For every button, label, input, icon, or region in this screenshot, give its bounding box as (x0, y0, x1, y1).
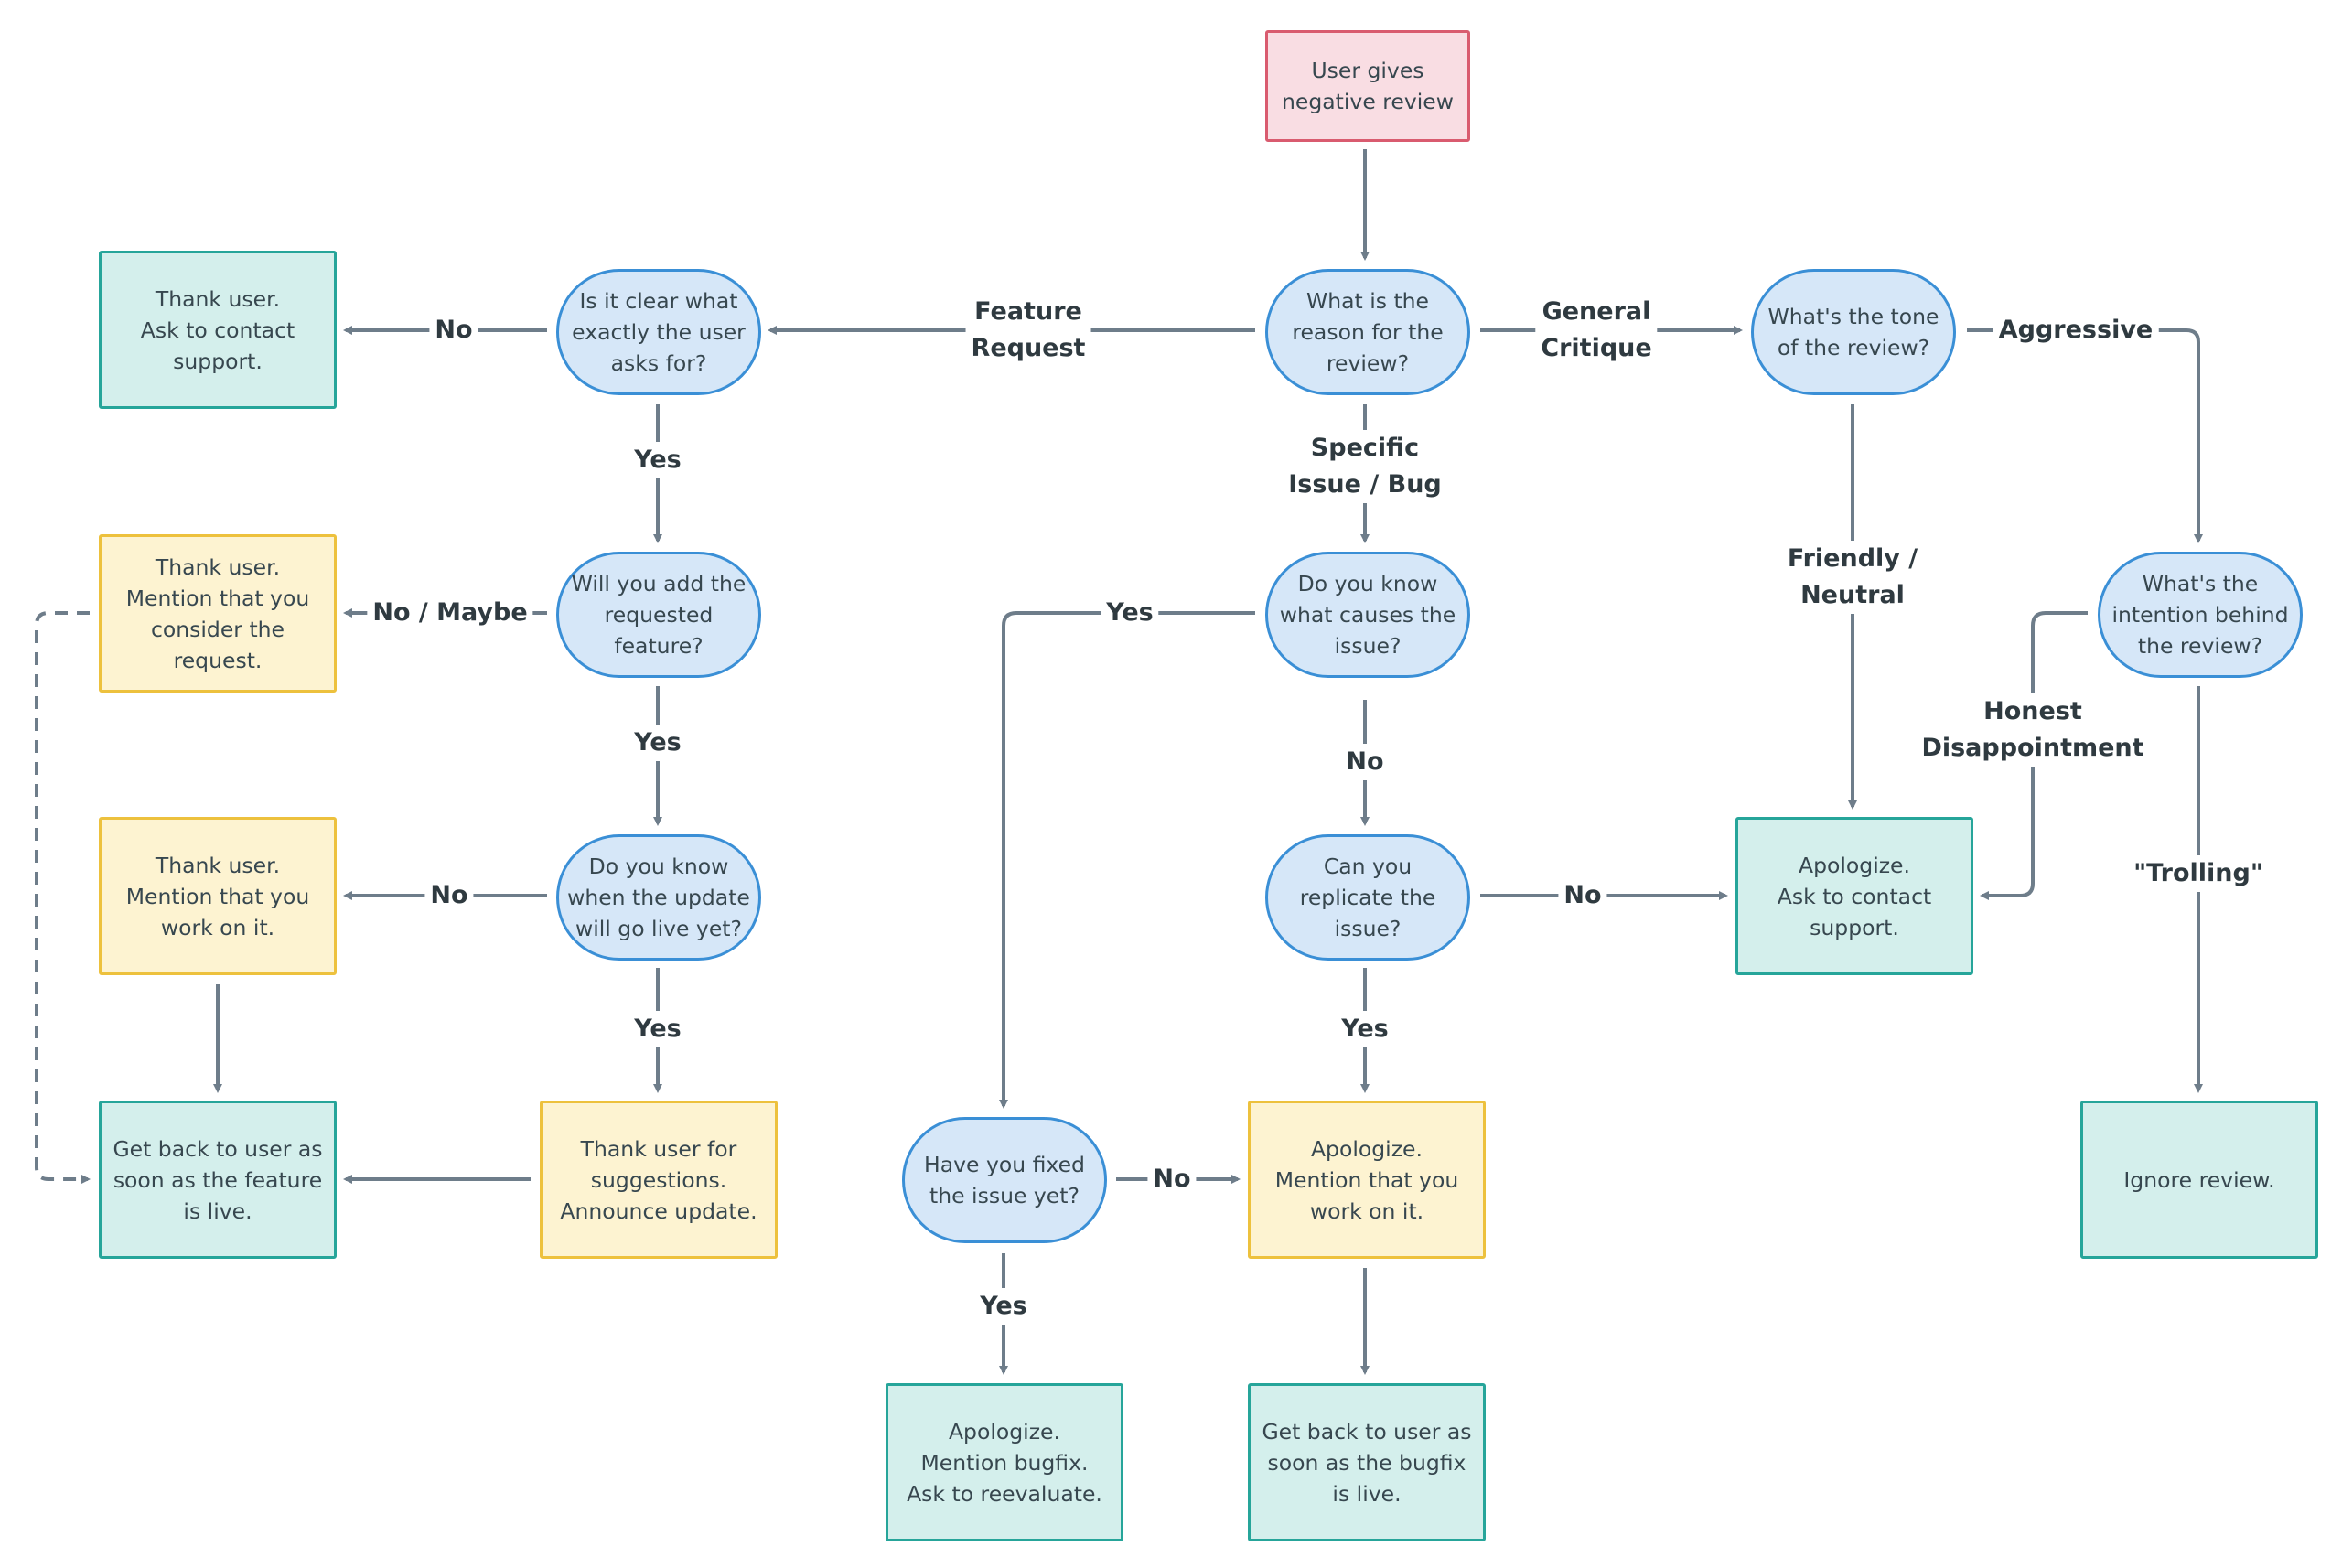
decision-review-tone: What's the tone of the review? (1751, 269, 1956, 395)
edge-label-fixed-yes: Yes (974, 1288, 1033, 1325)
decision-know-cause: Do you know what causes the issue? (1265, 552, 1470, 678)
action-ignore-review: Ignore review. (2080, 1101, 2318, 1259)
decision-know-update: Do you know when the update will go live… (556, 834, 761, 961)
edge-label-general-critique: General Critique (1535, 294, 1658, 367)
edge-label-update-no: No (424, 877, 474, 914)
edge-label-aggressive: Aggressive (1993, 312, 2159, 349)
edge-label-fixed-no: No (1147, 1161, 1197, 1197)
decision-fixed: Have you fixed the issue yet? (902, 1117, 1107, 1243)
edge-label-add-no-maybe: No / Maybe (367, 595, 533, 631)
edge-consider-to-get-back (35, 611, 91, 1184)
edge-label-specific-issue: Specific Issue / Bug (1283, 430, 1447, 503)
start-node: User gives negative review (1265, 30, 1470, 142)
edge-label-friendly-neutral: Friendly / Neutral (1781, 541, 1924, 614)
note-apologize-work: Apologize. Mention that you work on it. (1248, 1101, 1486, 1259)
action-get-back-feature: Get back to user as soon as the feature … (99, 1101, 337, 1259)
edge-label-cause-no: No (1340, 744, 1390, 780)
edge-label-add-yes: Yes (628, 725, 687, 761)
decision-replicate: Can you replicate the issue? (1265, 834, 1470, 961)
edge-label-trolling: "Trolling" (2128, 855, 2269, 892)
edge-label-cause-yes: Yes (1101, 595, 1159, 631)
decision-add-feature: Will you add the requested feature? (556, 552, 761, 678)
edge-label-replicate-no: No (1558, 877, 1607, 914)
action-get-back-bugfix: Get back to user as soon as the bugfix i… (1248, 1383, 1486, 1541)
action-apologize-contact: Apologize. Ask to contact support. (1735, 817, 1973, 975)
action-apologize-bugfix: Apologize. Mention bugfix. Ask to reeval… (886, 1383, 1123, 1541)
decision-clear-request: Is it clear what exactly the user asks f… (556, 269, 761, 395)
edge-label-replicate-yes: Yes (1336, 1011, 1394, 1047)
decision-review-reason: What is the reason for the review? (1265, 269, 1470, 395)
note-announce-update: Thank user for suggestions. Announce upd… (540, 1101, 778, 1259)
decision-intention: What's the intention behind the review? (2098, 552, 2303, 678)
edge-cause-to-fixed (999, 611, 1255, 1109)
action-thank-ask-contact: Thank user. Ask to contact support. (99, 251, 337, 409)
edge-label-honest-disappointment: Honest Disappointment (1916, 693, 2150, 767)
edge-label-clear-yes: Yes (628, 442, 687, 478)
edge-label-feature-request: Feature Request (965, 294, 1091, 367)
note-thank-consider: Thank user. Mention that you consider th… (99, 534, 337, 693)
edge-tone-to-intention (1967, 328, 2203, 543)
edge-label-clear-no: No (429, 312, 478, 349)
edge-label-update-yes: Yes (628, 1011, 687, 1047)
note-thank-work-on-it: Thank user. Mention that you work on it. (99, 817, 337, 975)
